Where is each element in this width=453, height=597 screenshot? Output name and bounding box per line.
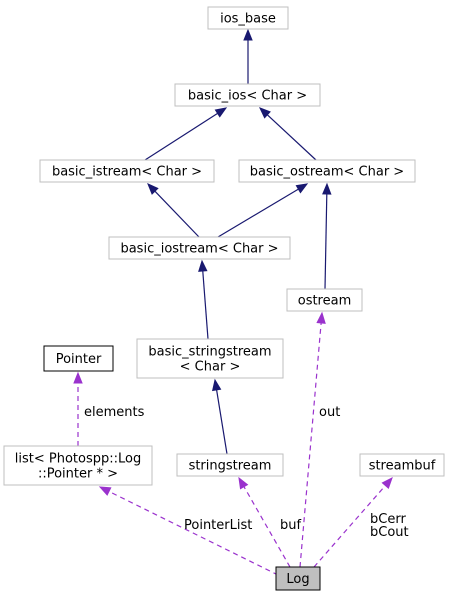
edge-list_pointer-to-Pointer: elements xyxy=(73,371,145,446)
node-label: basic_iostream< Char > xyxy=(120,242,278,257)
arrowhead-icon xyxy=(212,378,222,392)
class-node-basic-iostream[interactable]: basic_iostream< Char > xyxy=(108,236,291,260)
arrowhead-icon xyxy=(73,371,83,384)
edge-line xyxy=(266,114,317,161)
edge-label: bCout xyxy=(370,525,409,540)
arrowhead-icon xyxy=(381,476,393,490)
arrowhead-icon xyxy=(214,107,228,118)
arrowhead-icon xyxy=(295,183,309,194)
class-node-list-pointer[interactable]: list< Photospp::Log::Pointer * > xyxy=(3,445,153,486)
edge-line xyxy=(324,193,328,290)
arrowhead-icon xyxy=(98,486,112,496)
node-label: basic_ostream< Char > xyxy=(250,165,404,180)
arrowhead-icon xyxy=(243,28,253,41)
edge-basic_istream-to-basic_ios xyxy=(144,107,228,161)
node-box xyxy=(3,445,153,486)
edge-line xyxy=(243,486,291,568)
arrowhead-icon xyxy=(322,182,332,195)
edge-label: buf xyxy=(280,518,301,533)
node-box xyxy=(43,345,114,372)
edge-line xyxy=(313,485,386,568)
class-node-ostream[interactable]: ostream xyxy=(286,288,363,312)
edge-basic_ostream-to-basic_ios xyxy=(259,107,317,161)
node-label: Pointer xyxy=(56,352,102,367)
node-box xyxy=(238,159,416,183)
class-node-basic-istream[interactable]: basic_istream< Char > xyxy=(39,159,215,183)
edge-line xyxy=(217,188,299,238)
edge-line xyxy=(108,490,279,576)
edge-ostream-to-basic_ostream xyxy=(322,182,332,290)
class-node-basic-ios[interactable]: basic_ios< Char > xyxy=(174,83,321,107)
edge-basic_iostream-to-basic_ostream xyxy=(217,183,309,238)
edge-line xyxy=(154,190,200,238)
arrowhead-icon xyxy=(259,107,271,119)
class-node-basic-stringstream[interactable]: basic_stringstream< Char > xyxy=(136,338,284,379)
arrowhead-icon xyxy=(238,476,249,490)
arrowhead-icon xyxy=(198,259,208,272)
class-node-stringstream[interactable]: stringstream xyxy=(176,453,284,477)
arrowhead-icon xyxy=(147,183,159,195)
node-label: basic_ios< Char > xyxy=(188,89,307,104)
edge-basic_stringstream-to-basic_iostream xyxy=(198,259,209,340)
node-box xyxy=(359,453,445,477)
edge-Log-to-ostream: out xyxy=(299,311,340,568)
edge-label: out xyxy=(319,405,340,420)
node-label: ostream xyxy=(298,294,352,309)
node-box xyxy=(286,288,363,312)
edge-line xyxy=(299,322,322,568)
node-box xyxy=(176,453,284,477)
node-label: stringstream xyxy=(189,459,272,474)
node-label: Log xyxy=(286,572,309,587)
edge-label: elements xyxy=(84,405,145,420)
class-node-basic-ostream[interactable]: basic_ostream< Char > xyxy=(238,159,416,183)
node-label: streambuf xyxy=(369,459,436,474)
edge-line xyxy=(144,112,218,161)
node-label: ::Pointer * > xyxy=(38,467,118,482)
arrowhead-icon xyxy=(316,311,326,324)
class-node-ios-base[interactable]: ios_base xyxy=(207,6,289,30)
edge-label: PointerList xyxy=(184,518,252,533)
edge-line xyxy=(202,270,209,340)
node-box xyxy=(108,236,291,260)
node-box xyxy=(207,6,289,30)
class-node-Pointer[interactable]: Pointer xyxy=(43,345,114,372)
node-label: < Char > xyxy=(180,360,241,375)
class-node-Log[interactable]: Log xyxy=(275,566,321,591)
node-box xyxy=(275,566,321,591)
node-box xyxy=(136,338,284,379)
edge-line xyxy=(216,389,228,455)
node-label: basic_istream< Char > xyxy=(52,165,202,180)
edge-stringstream-to-basic_stringstream xyxy=(212,378,228,455)
node-box xyxy=(39,159,215,183)
edge-basic_ios-to-ios_base xyxy=(243,28,253,84)
node-label: list< Photospp::Log xyxy=(15,452,141,467)
node-label: ios_base xyxy=(220,12,276,27)
edge-basic_iostream-to-basic_istream xyxy=(147,183,200,238)
node-box xyxy=(174,83,321,107)
edge-label: bCerr xyxy=(370,512,406,527)
edge-Log-to-list_pointer: PointerList xyxy=(98,486,279,576)
class-node-streambuf[interactable]: streambuf xyxy=(359,453,445,477)
edge-Log-to-stringstream: buf xyxy=(238,476,301,568)
node-label: basic_stringstream xyxy=(148,345,271,360)
